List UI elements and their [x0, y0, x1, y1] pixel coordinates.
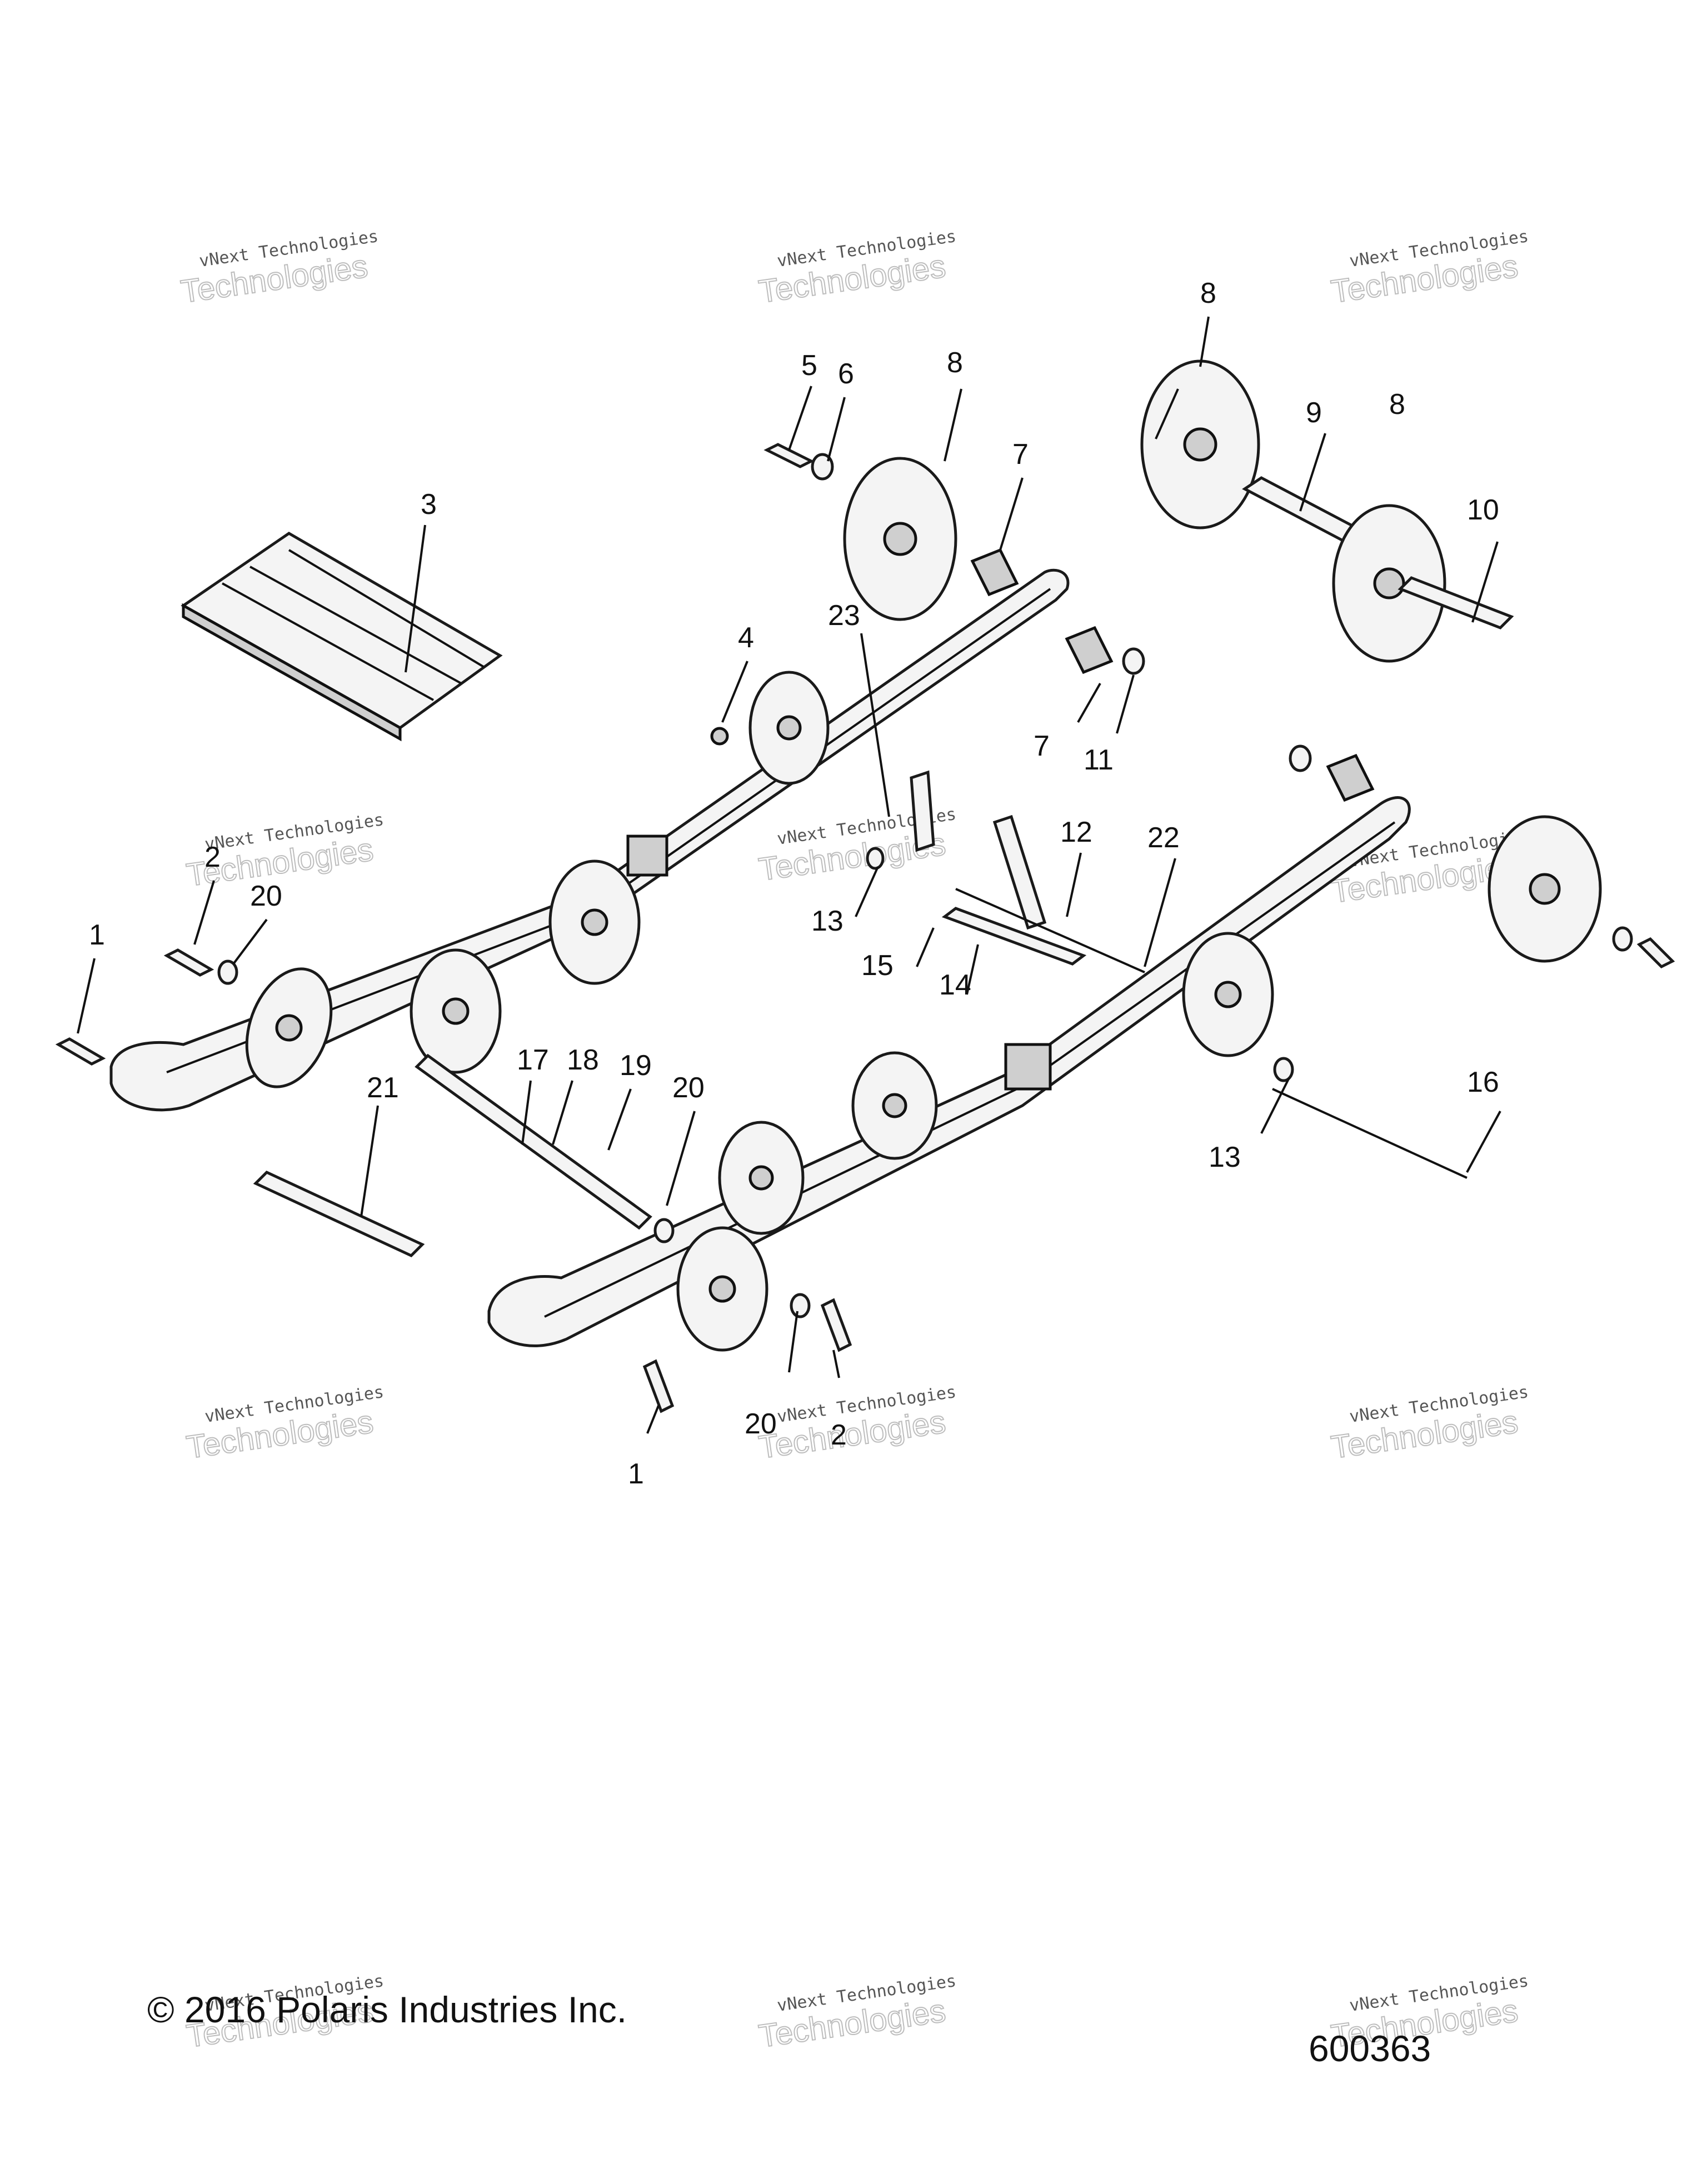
callout-23: 23 [828, 599, 860, 632]
callout-15: 15 [861, 949, 894, 982]
long-bolt-part [1272, 1088, 1468, 1179]
idler-wheel-part [748, 671, 830, 785]
bolt-shaft [955, 888, 1145, 973]
spacer-part [1326, 753, 1375, 802]
bolt-part [820, 1298, 852, 1352]
callout-19: 19 [620, 1049, 652, 1082]
callout-8: 8 [1200, 277, 1216, 309]
callout-20: 20 [745, 1408, 777, 1440]
callout-9: 9 [1306, 397, 1322, 429]
callout-8: 8 [947, 347, 963, 379]
callout-1: 1 [628, 1458, 644, 1490]
callout-11: 11 [1084, 744, 1114, 776]
callout-5: 5 [801, 349, 817, 382]
idler-wheel-part [676, 1226, 768, 1352]
washer-part [217, 959, 238, 985]
idler-wheel-part [1182, 932, 1274, 1057]
spacer-part [970, 548, 1019, 597]
callout-18: 18 [567, 1044, 599, 1076]
bolt-part [1636, 937, 1675, 969]
tube-part [253, 1170, 425, 1258]
figure-number: 600363 [1309, 2028, 1431, 2069]
idler-wheel-part [1488, 815, 1602, 963]
idler-wheel-part [718, 1121, 805, 1235]
idler-wheel-part [1332, 504, 1446, 663]
callout-1: 1 [89, 919, 105, 951]
washer-part [653, 1218, 675, 1243]
callout-2: 2 [831, 1419, 847, 1451]
callout-12: 12 [1060, 816, 1092, 848]
watermark: Technologies vNext Technologies [756, 227, 958, 311]
bolt-part [163, 948, 214, 977]
callout-4: 4 [738, 622, 754, 654]
idler-wheel-part [548, 859, 641, 985]
washer-part [1289, 744, 1312, 772]
callout-labels: 1 1 2 2 3 4 5 6 7 7 8 8 8 9 10 11 12 13 … [89, 277, 1499, 1490]
callout-14: 14 [939, 969, 971, 1001]
washer-part [1273, 1057, 1294, 1082]
leader-lines [77, 316, 1501, 1434]
bracket-part [910, 770, 935, 852]
callout-3: 3 [421, 488, 437, 521]
shaft-part [415, 1053, 652, 1230]
idler-wheel-part [410, 948, 502, 1074]
callout-7: 7 [1034, 730, 1050, 762]
callout-7: 7 [1012, 438, 1029, 471]
callout-6: 6 [838, 358, 854, 390]
idler-wheel-part [1140, 359, 1260, 529]
idler-wheel-part [851, 1051, 938, 1160]
callout-22: 22 [1147, 822, 1180, 854]
bolt-part [55, 1037, 106, 1066]
washer-part [790, 1293, 811, 1318]
callout-13: 13 [811, 905, 843, 937]
watermark: Technologies vNext Technologies [1329, 1382, 1530, 1466]
washer-part [1122, 647, 1145, 675]
bolt-part [642, 1359, 675, 1413]
idler-wheel-part [245, 967, 333, 1088]
watermark: Technologies vNext Technologies [184, 1382, 386, 1466]
watermark: Technologies vNext Technologies [756, 1382, 958, 1466]
callout-16: 16 [1467, 1066, 1499, 1098]
callout-2: 2 [204, 841, 221, 873]
nut-part [710, 727, 729, 746]
spacer-part [1065, 626, 1114, 674]
axle-part [1397, 576, 1514, 629]
watermark: Technologies vNext Technologies [756, 1971, 958, 2055]
idler-wheel-part [843, 457, 957, 621]
copyright-text: © 2016 Polaris Industries Inc. [147, 1989, 627, 2030]
callout-13: 13 [1209, 1141, 1241, 1173]
callout-17: 17 [517, 1044, 549, 1076]
washer-part [866, 847, 885, 870]
callout-20: 20 [250, 880, 282, 912]
callout-10: 10 [1467, 494, 1499, 526]
bolt-part [763, 443, 815, 468]
callout-20: 20 [672, 1072, 705, 1104]
watermark: Technologies vNext Technologies [1329, 227, 1530, 311]
bracket-part [992, 814, 1047, 930]
callout-21: 21 [367, 1072, 399, 1104]
washer-part [1612, 926, 1633, 952]
watermark: Technologies vNext Technologies [178, 227, 380, 311]
callout-8: 8 [1389, 388, 1405, 421]
slide-block-part [181, 532, 503, 742]
axle-part [941, 907, 1087, 966]
